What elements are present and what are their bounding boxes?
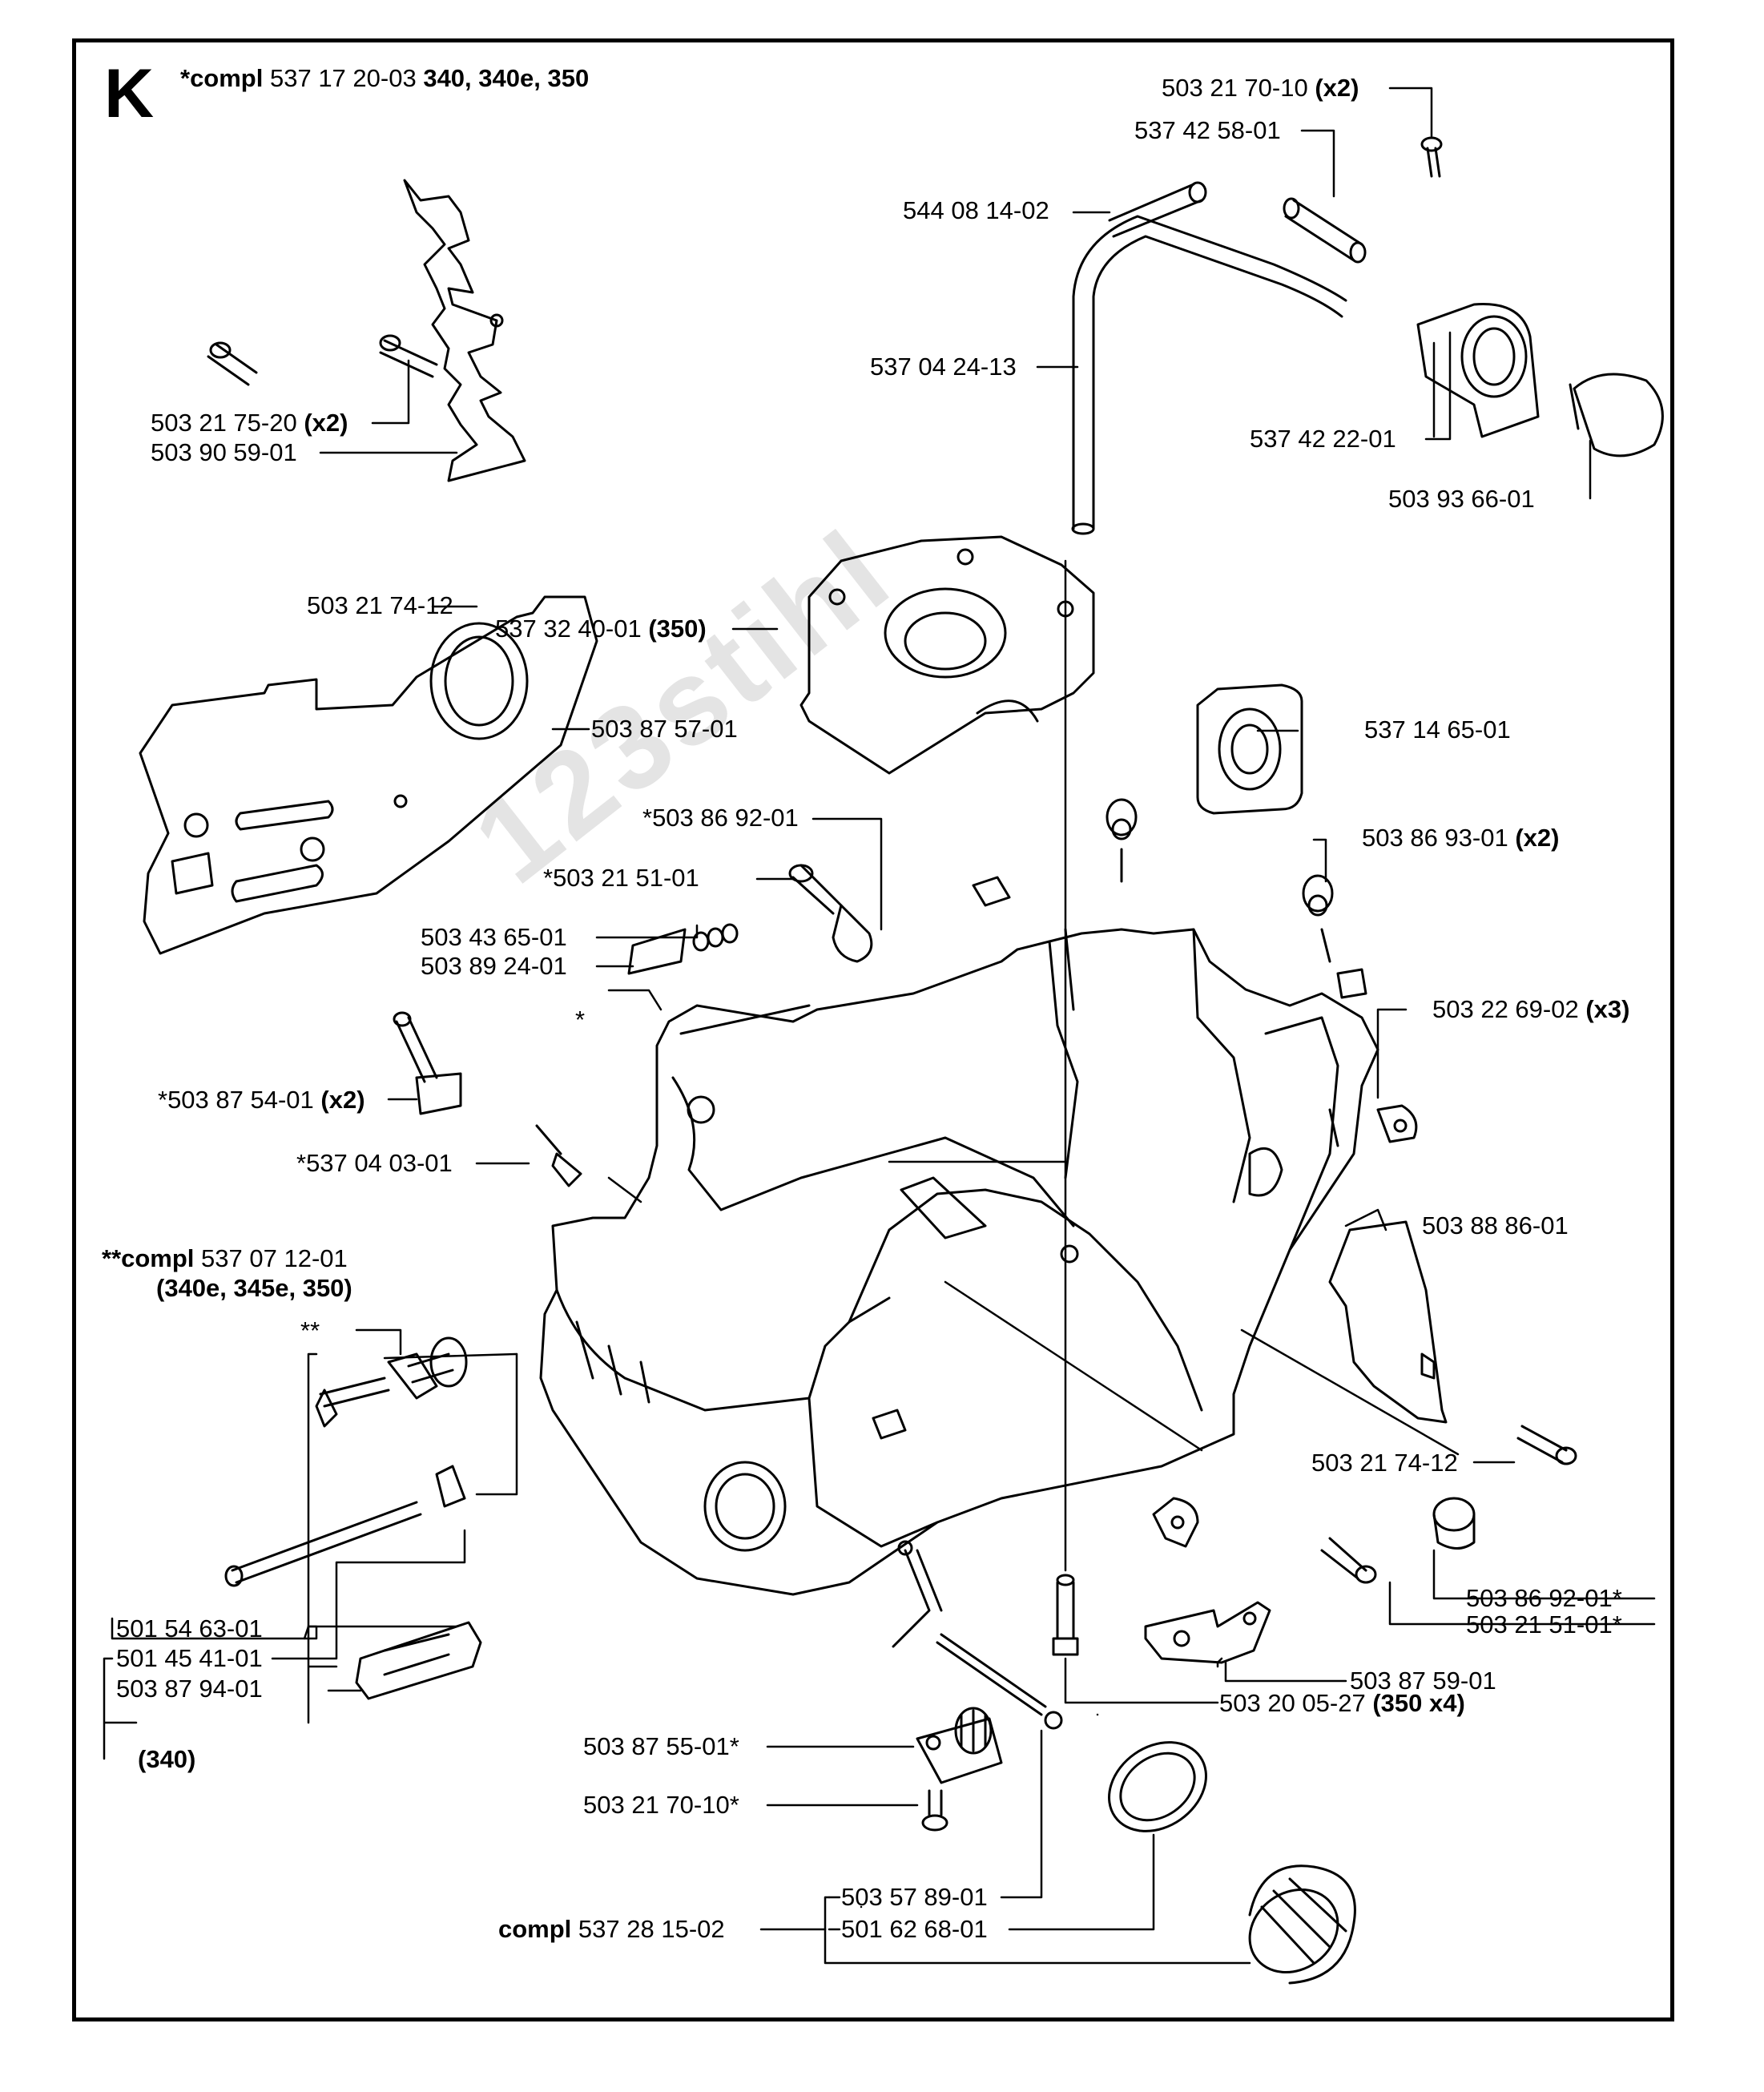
label-p22: 503 88 86-01 bbox=[1422, 1211, 1569, 1239]
label-p19: * bbox=[575, 1006, 586, 1034]
nut-square bbox=[972, 876, 1011, 907]
bolt-503-21-74-12-right bbox=[1516, 1425, 1577, 1465]
screw-503-21-51-01-lower bbox=[1320, 1537, 1377, 1584]
label-p27: 503 86 92-01* bbox=[1466, 1584, 1622, 1612]
bar-bolt bbox=[788, 864, 873, 963]
label-p15: 503 86 93-01 (x2) bbox=[1362, 824, 1560, 852]
adjuster-screw bbox=[224, 1465, 466, 1587]
screw-503-21-75-20 bbox=[379, 334, 438, 378]
leader-lines bbox=[103, 87, 1656, 1965]
label-p38: compl 537 28 15-02 bbox=[498, 1915, 725, 1943]
label-p09: 503 21 74-12 bbox=[307, 591, 453, 619]
fuel-hose bbox=[1071, 181, 1347, 535]
label-p16: 503 43 65-01 bbox=[421, 923, 567, 951]
gasket-part bbox=[1196, 683, 1303, 815]
cylinder-base-part bbox=[799, 535, 1095, 775]
screw-503-21-70-10-top bbox=[1420, 136, 1443, 178]
chain-catcher bbox=[355, 1621, 482, 1700]
label-p08: 503 90 59-01 bbox=[151, 438, 297, 466]
label-p32: (340) bbox=[138, 1745, 196, 1773]
section-header: *compl 537 17 20-03 340, 340e, 350 bbox=[180, 64, 589, 93]
bracket-503-87-59-01 bbox=[1144, 1601, 1271, 1664]
side-plate-503-88-86-01 bbox=[1328, 1220, 1448, 1424]
primer-bracket bbox=[1416, 303, 1540, 438]
label-p03: 544 08 14-02 bbox=[903, 196, 1049, 224]
label-p01: 503 21 70-10 (x2) bbox=[1162, 74, 1359, 102]
label-p12: 537 14 65-01 bbox=[1364, 715, 1511, 744]
screw-503-21-70-10-lower bbox=[921, 1789, 948, 1832]
label-p14: *503 21 51-01 bbox=[543, 864, 699, 892]
label-p34: 503 20 05-27 (350 x4) bbox=[1219, 1689, 1465, 1717]
clutch-cover-part bbox=[139, 595, 598, 955]
label-p04: 537 04 24-13 bbox=[870, 353, 1017, 381]
oil-pickup bbox=[892, 1540, 1063, 1730]
label-p29: 501 54 63-01 bbox=[116, 1614, 263, 1643]
label-p33: 503 87 59-01 bbox=[1350, 1667, 1496, 1695]
label-p18: 503 22 69-02 (x3) bbox=[1432, 995, 1630, 1023]
label-p28: 503 21 51-01* bbox=[1466, 1610, 1622, 1639]
label-p02: 537 42 58-01 bbox=[1134, 116, 1281, 144]
screw-503-21-74-12-top bbox=[207, 341, 258, 386]
label-p36: 503 21 70-10* bbox=[583, 1791, 739, 1819]
label-p25: ** bbox=[300, 1316, 320, 1344]
clip-503-22-69-02 bbox=[1376, 1104, 1418, 1143]
stud-503-20-05-27 bbox=[1052, 1574, 1079, 1656]
label-p10: 537 32 40-01 (350) bbox=[495, 615, 707, 643]
clip-lower bbox=[1152, 1497, 1199, 1548]
bushing-503-86-92-01 bbox=[1432, 1497, 1476, 1550]
fuel-cap-part bbox=[1248, 1864, 1356, 1985]
label-p20: *503 87 54-01 (x2) bbox=[158, 1086, 365, 1114]
chain-tensioner bbox=[315, 1336, 468, 1428]
label-p31: 503 87 94-01 bbox=[116, 1675, 263, 1703]
filter-bracket-503-87-55-01 bbox=[916, 1707, 1003, 1784]
seal-ring-501-62-68-01 bbox=[1108, 1741, 1207, 1832]
label-p21: *537 04 03-01 bbox=[296, 1149, 453, 1177]
label-p06: 503 93 66-01 bbox=[1388, 485, 1535, 513]
crankcase-part bbox=[539, 928, 1379, 1596]
label-p07: 503 21 75-20 (x2) bbox=[151, 409, 348, 437]
label-p23: **compl 537 07 12-01 bbox=[102, 1244, 348, 1272]
damper-pair bbox=[1106, 798, 1334, 963]
fuel-filter-pipe bbox=[1283, 197, 1367, 264]
header-part-number: 537 17 20-03 bbox=[269, 64, 417, 92]
section-letter: K bbox=[104, 55, 155, 132]
label-p35: 503 87 55-01* bbox=[583, 1732, 739, 1760]
header-models: 340, 340e, 350 bbox=[423, 64, 590, 92]
label-p13: *503 86 92-01 bbox=[642, 804, 799, 832]
label-p17: 503 89 24-01 bbox=[421, 952, 567, 980]
primer-bulb bbox=[1569, 373, 1664, 457]
label-p26: 503 21 74-12 bbox=[1311, 1449, 1458, 1477]
label-p24: (340e, 345e, 350) bbox=[156, 1274, 352, 1302]
rear-handle-part bbox=[403, 179, 526, 482]
diagram-frame bbox=[72, 38, 1674, 2021]
label-p11: 503 87 57-01 bbox=[591, 715, 738, 743]
label-p05: 537 42 22-01 bbox=[1250, 425, 1396, 453]
label-p39: 501 62 68-01 bbox=[841, 1915, 988, 1943]
label-p37: 503 57 89-01 bbox=[841, 1883, 988, 1911]
label-p30: 501 45 41-01 bbox=[116, 1644, 263, 1672]
header-prefix: *compl bbox=[180, 64, 264, 92]
spacer-sleeves bbox=[627, 923, 739, 975]
stud-bolt-503-87-54-01 bbox=[393, 1011, 462, 1115]
sleeve-537-04-03-01 bbox=[535, 1124, 582, 1187]
